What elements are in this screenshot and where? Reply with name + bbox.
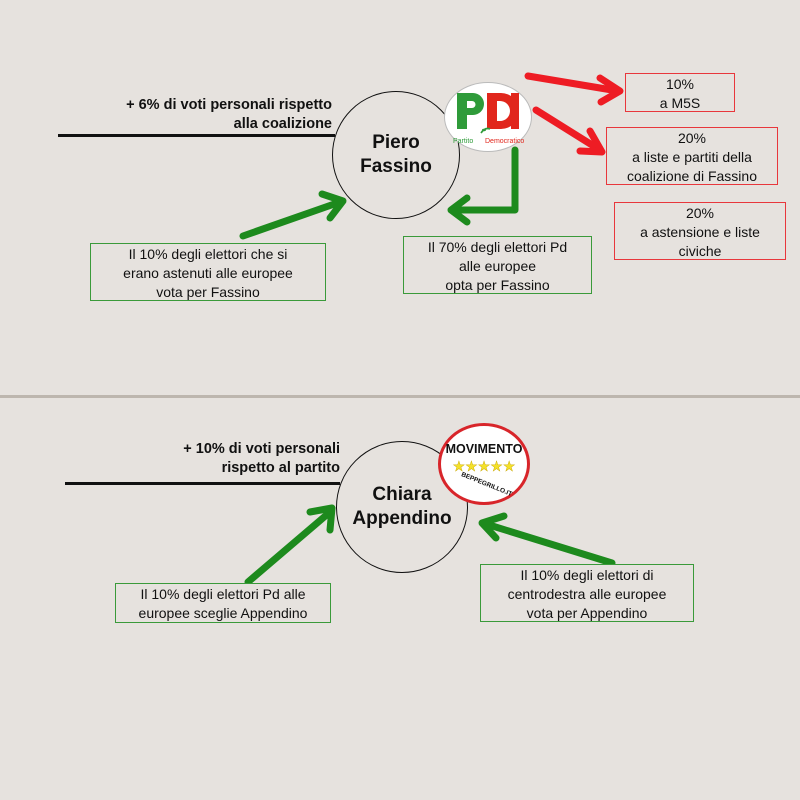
box-line: europee sceglie Appendino <box>138 605 308 621</box>
box-line: civiche <box>678 243 722 259</box>
pd-caption-left: Partito <box>453 138 473 145</box>
box-line: alle europee <box>458 258 537 274</box>
candidate-last-name: Fassino <box>360 156 432 177</box>
pd-caption-right: Democratico <box>485 138 524 145</box>
pd-logo-icon: Partito Democratico <box>444 82 532 152</box>
box-line: vota per Fassino <box>156 284 260 300</box>
box-line: 20% <box>677 130 707 146</box>
box-line: Il 10% degli elettori di <box>520 567 654 583</box>
baseline-rule <box>58 134 335 137</box>
note-line: + 6% di voti personali rispetto <box>126 97 332 113</box>
box-line: erano astenuti alle europee <box>123 265 293 281</box>
box-line: a liste e partiti della <box>632 149 752 165</box>
box-line: a astensione e liste <box>640 224 760 240</box>
m5s-site: BEPPEGRILLO.IT <box>460 471 513 498</box>
m5s-word: MOVIMENTO <box>446 442 523 456</box>
inflow-box-pd-voters: Il 10% degli elettori Pd alle europee sc… <box>115 583 331 623</box>
outflow-box-coalition: 20% a liste e partiti della coalizione d… <box>606 127 778 185</box>
pd-logo-graphic: Partito Democratico <box>453 93 524 145</box>
box-line: centrodestra alle europee <box>507 586 667 602</box>
inflow-box-centrodestra: Il 10% degli elettori di centrodestra al… <box>480 564 694 622</box>
candidate-circle-fassino: Piero Fassino <box>332 91 460 219</box>
panel-divider <box>0 395 800 398</box>
appendino-personal-votes-note: + 10% di voti personali rispetto al part… <box>80 440 340 478</box>
inflow-box-pd-voters: Il 70% degli elettori Pd alle europee op… <box>403 236 592 294</box>
arrow-pd-voters-to-appendino <box>244 504 336 586</box>
outflow-box-abstention: 20% a astensione e liste civiche <box>614 202 786 260</box>
candidate-first-name: Chiara <box>372 484 432 505</box>
box-line: Il 10% degli elettori che si <box>128 246 288 262</box>
m5s-logo-icon: MOVIMENTO ★★★★★ BEPPEGRILLO.IT <box>438 423 530 505</box>
m5s-logo-graphic: MOVIMENTO ★★★★★ BEPPEGRILLO.IT <box>446 442 523 498</box>
fassino-personal-votes-note: + 6% di voti personali rispetto alla coa… <box>70 96 332 134</box>
arrow-pd-to-coalition <box>532 106 606 156</box>
inflow-box-abstainers: Il 10% degli elettori che si erano asten… <box>90 243 326 301</box>
box-line: Il 70% degli elettori Pd <box>427 239 568 255</box>
arrow-abstainers-to-fassino <box>239 190 347 240</box>
outflow-box-m5s: 10% a M5S <box>625 73 735 112</box>
arrow-pd-to-fassino <box>447 146 519 226</box>
candidate-last-name: Appendino <box>352 508 452 529</box>
box-line: coalizione di Fassino <box>627 168 757 184</box>
note-line: + 10% di voti personali <box>183 441 340 457</box>
note-line: alla coalizione <box>233 116 332 132</box>
box-line: 10% <box>665 76 695 92</box>
box-line: a M5S <box>659 95 701 111</box>
box-line: 20% <box>685 205 715 221</box>
note-line: rispetto al partito <box>221 460 340 476</box>
candidate-first-name: Piero <box>372 132 420 153</box>
arrow-pd-to-m5s <box>524 72 624 106</box>
candidate-circle-appendino: Chiara Appendino <box>336 441 468 573</box>
m5s-stars: ★★★★★ <box>453 459 516 475</box>
arrow-centrodestra-to-appendino <box>478 512 616 567</box>
box-line: vota per Appendino <box>526 605 648 621</box>
box-line: Il 10% degli elettori Pd alle <box>140 586 306 602</box>
box-line: opta per Fassino <box>445 277 550 293</box>
baseline-rule <box>65 482 340 485</box>
